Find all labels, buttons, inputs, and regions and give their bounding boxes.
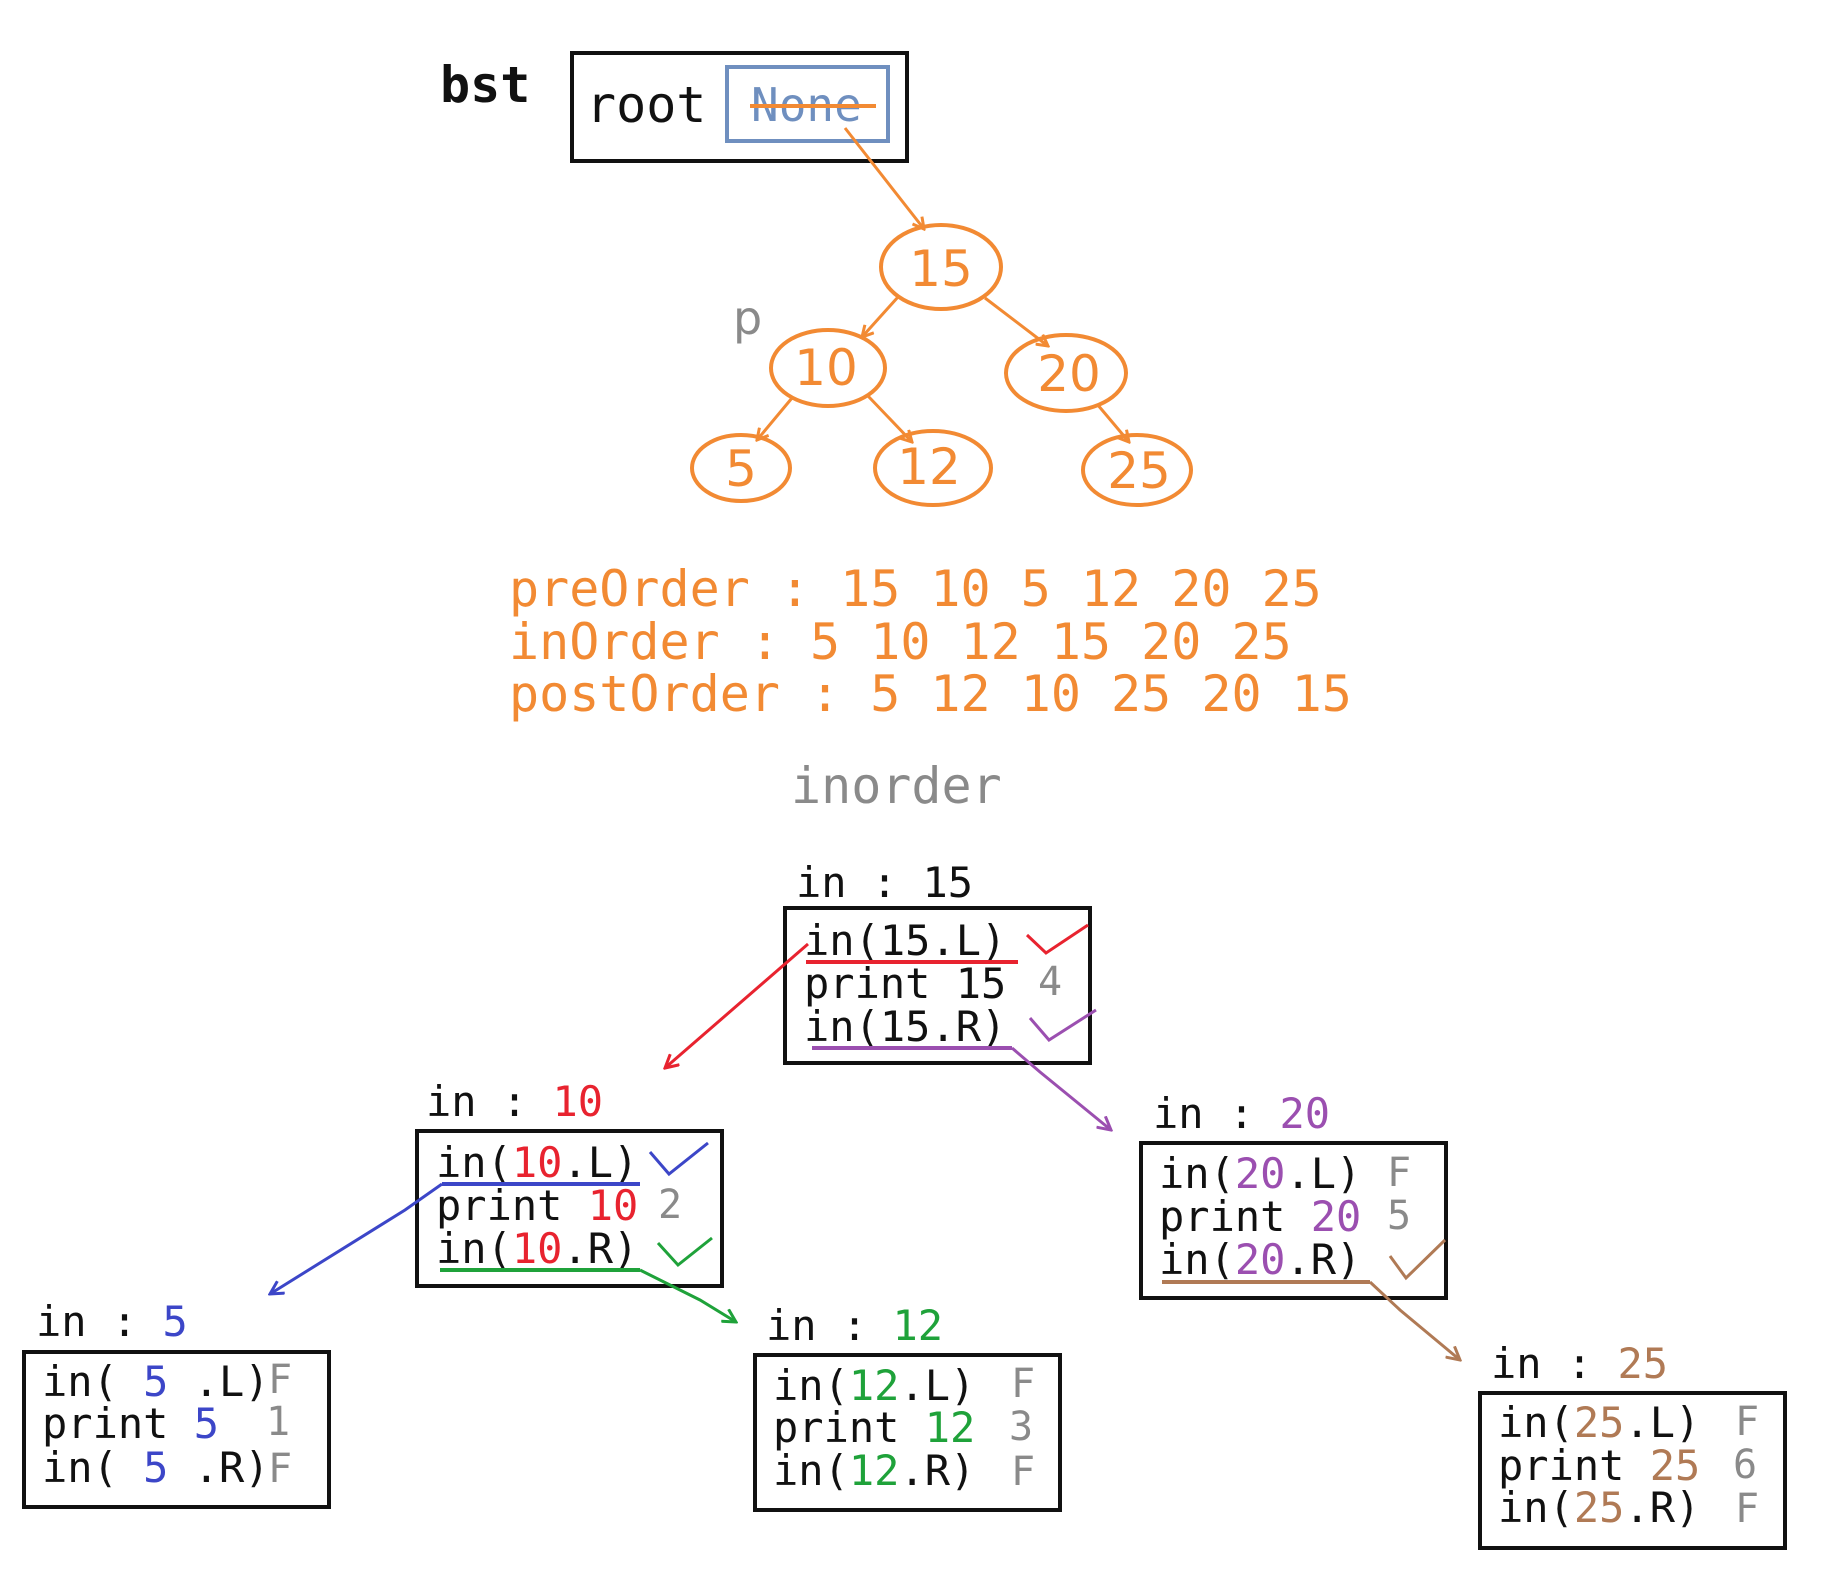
postorder-line: postOrder : 5 12 10 25 20 15 (509, 665, 1352, 723)
frame-25-print-order: 6 (1733, 1442, 1757, 1488)
frame-15-call-right: in(15.R) (804, 1002, 1006, 1051)
frame-10-call-right: in(10.R) (436, 1224, 638, 1273)
frame-12-call-right: in(12.R) (773, 1446, 975, 1495)
frame-10-print-order: 2 (658, 1182, 682, 1228)
tree-node-25-label: 25 (1107, 442, 1171, 500)
inorder-line: inOrder : 5 10 12 15 20 25 (509, 613, 1292, 671)
frame-5-call-left: in( 5 .L) (42, 1357, 270, 1406)
frame-12-box (753, 1353, 1062, 1512)
call-arrow-15-to-20 (1011, 1046, 1111, 1130)
frame-15-left-check-icon (1025, 923, 1089, 955)
inorder-section-title: inorder (791, 757, 1002, 815)
frame-12-call-left: in(12.L) (773, 1361, 975, 1410)
tree-node-25 (1081, 433, 1193, 507)
frame-5-header: in : 5 (36, 1297, 188, 1346)
root-field-label: root (586, 76, 706, 134)
tree-node-10-label: 10 (794, 339, 858, 397)
frame-5-box (22, 1350, 331, 1509)
frame-10-right-check-icon (656, 1236, 713, 1268)
frame-10-header: in : 10 (426, 1077, 603, 1126)
bst-object-box (570, 51, 909, 163)
tree-node-5-label: 5 (725, 440, 757, 498)
frame-25-header: in : 25 (1491, 1339, 1668, 1388)
frame-20-box (1139, 1141, 1448, 1300)
frame-15-header: in : 15 (796, 858, 973, 907)
frame-20-left-flag: F (1387, 1150, 1411, 1196)
root-to-15-arrow (843, 127, 924, 229)
frame-12-right-flag: F (1011, 1449, 1035, 1495)
frame-20-right-check-icon (1388, 1238, 1447, 1281)
frame-25-call-left: in(25.L) (1498, 1398, 1700, 1447)
frame-20-call-left: in(20.L) (1159, 1149, 1361, 1198)
frame-20-print-order: 5 (1387, 1193, 1411, 1239)
tree-node-12-label: 12 (897, 438, 961, 496)
tree-node-15-label: 15 (909, 240, 973, 298)
frame-10-print: print 10 (436, 1181, 638, 1230)
frame-5-call-right: in( 5 .R) (42, 1443, 270, 1492)
call-arrow-20-to-25 (1368, 1280, 1460, 1360)
frame-20-call-right: in(20.R) (1159, 1235, 1361, 1284)
frame-12-left-flag: F (1011, 1361, 1035, 1407)
frame-20-header: in : 20 (1153, 1089, 1330, 1138)
frame-25-right-flag: F (1735, 1486, 1759, 1532)
preorder-line: preOrder : 15 10 5 12 20 25 (509, 560, 1322, 618)
edge-15-10 (862, 295, 900, 337)
frame-12-print-order: 3 (1009, 1404, 1033, 1450)
frame-10-call-left: in(10.L) (436, 1138, 638, 1187)
frame-25-print: print 25 (1498, 1441, 1700, 1490)
frame-25-left-flag: F (1735, 1399, 1759, 1445)
frame-5-print-order: 1 (266, 1399, 290, 1445)
frame-15-call-left: in(15.L) (804, 916, 1006, 965)
call-arrow-15-to-10 (665, 942, 809, 1068)
frame-15-box (783, 906, 1092, 1065)
bst-label: bst (440, 56, 530, 114)
frame-12-header: in : 12 (766, 1301, 943, 1350)
tree-node-20 (1004, 333, 1128, 413)
frame-10-box (415, 1129, 724, 1288)
root-pointer-box (725, 65, 890, 143)
frame-25-box (1478, 1391, 1787, 1550)
frame-5-right-flag: F (268, 1446, 292, 1492)
frame-15-print-order: 4 (1038, 959, 1062, 1005)
call-arrow-10-to-5 (270, 1182, 443, 1294)
frame-20-print: print 20 (1159, 1192, 1361, 1241)
tree-node-20-label: 20 (1037, 345, 1101, 403)
tree-node-10 (769, 328, 887, 408)
tree-node-12 (873, 429, 993, 507)
frame-5-print: print 5 (42, 1399, 219, 1448)
frame-12-print: print 12 (773, 1403, 975, 1452)
frame-25-call-right: in(25.R) (1498, 1483, 1700, 1532)
pointer-p-label: p (733, 291, 762, 345)
edge-10-5 (757, 397, 794, 440)
tree-node-5 (690, 433, 792, 503)
tree-node-15 (879, 223, 1003, 311)
frame-5-left-flag: F (268, 1357, 292, 1403)
frame-15-right-check-icon (1028, 1008, 1097, 1042)
frame-15-print: print 15 (804, 959, 1006, 1008)
frame-10-left-check-icon (648, 1141, 709, 1177)
call-arrow-10-to-12 (639, 1268, 736, 1322)
